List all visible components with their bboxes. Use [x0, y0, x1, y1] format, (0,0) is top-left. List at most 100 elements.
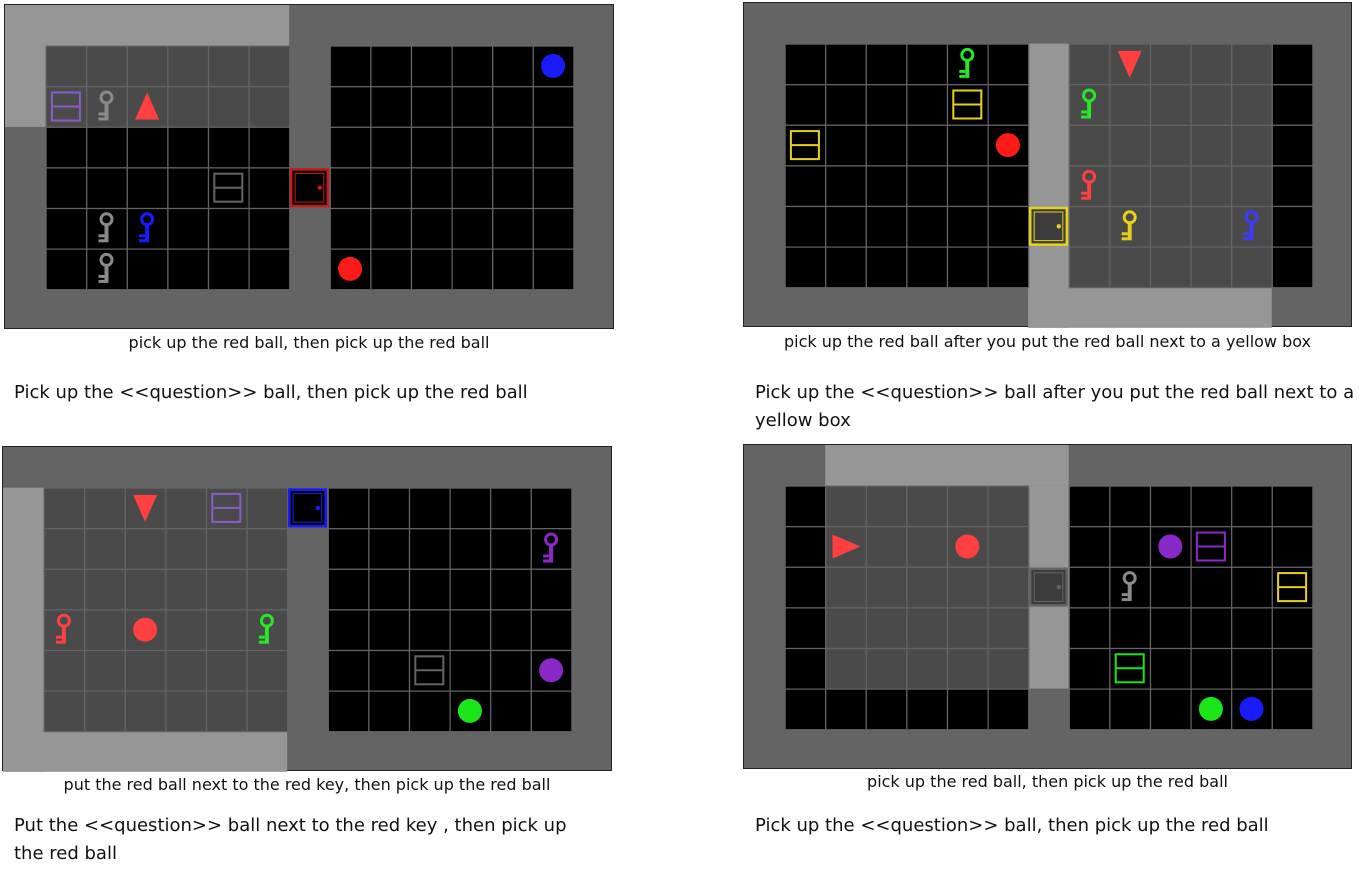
door-inner: [1033, 211, 1064, 242]
grid-view-top-left: [5, 5, 575, 291]
floor-cell: [987, 43, 1030, 86]
floor-cell: [165, 487, 208, 530]
agent-triangle: [135, 92, 160, 120]
floor-cell: [987, 205, 1030, 248]
floor-cell: [906, 607, 949, 650]
floor-cell: [784, 607, 827, 650]
floor-cell: [784, 647, 827, 690]
floor-cell: [1190, 607, 1233, 650]
floor-cell: [865, 526, 908, 568]
key-object: [98, 90, 114, 121]
key-object: [543, 532, 559, 563]
door-handle: [317, 185, 322, 190]
floor-cell: [865, 43, 908, 86]
floor-cell: [1068, 607, 1111, 650]
floor-cell: [1231, 165, 1273, 208]
floor-cell: [248, 86, 291, 128]
grid-view-top-right: [784, 43, 1314, 328]
floor-cell: [1231, 647, 1273, 690]
floor-cell: [784, 84, 827, 126]
floor-cell: [43, 487, 86, 530]
floor-cell: [987, 526, 1030, 568]
floor-cell: [408, 690, 451, 733]
floor-cell: [165, 690, 208, 733]
floor-cell: [1068, 566, 1111, 609]
floor-cell: [946, 246, 989, 289]
floor-cell: [1231, 124, 1273, 167]
floor-cell: [987, 84, 1030, 126]
floor-cell: [408, 609, 451, 652]
floor-cell: [1149, 566, 1192, 609]
floor-cell: [43, 528, 86, 570]
floor-cell: [451, 126, 494, 169]
agent-triangle: [832, 534, 861, 559]
floor-cell: [490, 528, 532, 570]
floor-cell: [1190, 124, 1233, 167]
floor-cell: [1190, 165, 1233, 208]
floor-cell: [865, 566, 908, 609]
floor-cell: [825, 688, 867, 731]
floor-cell: [1149, 246, 1192, 289]
floor-cell: [490, 568, 532, 611]
key-object: [258, 613, 274, 644]
floor-cell: [1068, 124, 1111, 167]
floor-cell: [1109, 246, 1152, 289]
floor-cell: [205, 609, 248, 652]
floor-cell: [1190, 43, 1233, 86]
floor-cell: [1190, 566, 1233, 609]
floor-cell: [906, 246, 949, 289]
floor-cell: [167, 248, 210, 291]
floor-cell: [784, 43, 827, 86]
corridor-region: [825, 445, 1069, 486]
floor-cell: [865, 246, 908, 289]
floor-cell: [368, 690, 411, 733]
floor-cell: [946, 165, 989, 208]
floor-cell: [492, 126, 534, 169]
floor-cell: [865, 607, 908, 650]
floor-cell: [167, 86, 210, 128]
floor-cell: [906, 165, 949, 208]
floor-cell: [1068, 688, 1111, 731]
agent-triangle: [1117, 50, 1142, 78]
floor-cell: [84, 487, 126, 530]
ball-object: [995, 133, 1020, 158]
door: [289, 168, 330, 208]
caption-bottom-right: pick up the red ball, then pick up the r…: [867, 772, 1228, 791]
floor-cell: [370, 248, 413, 291]
floor-cell: [825, 205, 867, 248]
floor-cell: [865, 84, 908, 126]
floor-cell: [167, 167, 210, 210]
ball-object: [133, 617, 158, 642]
key-object: [139, 212, 155, 243]
floor-cell: [165, 649, 208, 692]
floor-cell: [124, 690, 167, 733]
floor-cell: [987, 566, 1030, 609]
floor-cell: [1271, 688, 1314, 731]
floor-cell: [492, 248, 534, 291]
floor-cell: [246, 487, 289, 530]
floor-cell: [43, 690, 86, 733]
floor-cell: [248, 207, 291, 250]
floor-cell: [45, 45, 88, 88]
question-template-bottom-right: Pick up the <<question>> ball, then pick…: [755, 815, 1269, 836]
floor-cell: [410, 167, 453, 210]
door-inner: [294, 172, 325, 203]
floor-cell: [410, 45, 453, 88]
floor-cell: [1271, 43, 1314, 86]
floor-cell: [1109, 165, 1152, 208]
corridor-region: [3, 731, 288, 772]
floor-cell: [784, 246, 827, 289]
floor-cell: [532, 86, 575, 128]
door: [1028, 567, 1069, 607]
floor-cell: [825, 607, 867, 650]
floor-cell: [84, 609, 126, 652]
floor-cell: [825, 485, 867, 528]
floor-cell: [410, 207, 453, 250]
floor-cell: [825, 43, 867, 86]
floor-cell: [45, 167, 88, 210]
floor-cell: [490, 487, 532, 530]
floor-cell: [449, 568, 492, 611]
floor-cell: [84, 528, 126, 570]
floor-cell: [45, 126, 88, 169]
floor-cell: [327, 568, 370, 611]
